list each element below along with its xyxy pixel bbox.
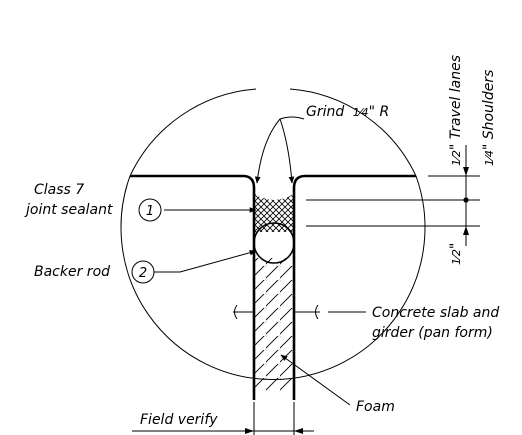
vertical-dimension — [306, 145, 480, 246]
backer-rod-label: Backer rod — [34, 264, 110, 280]
foam-fill — [254, 258, 294, 392]
half-inch-label: 1⁄2" — [448, 243, 464, 265]
foam-label: Foam — [356, 399, 395, 415]
sealant-label-line2: joint sealant — [24, 202, 113, 218]
foam-leader — [280, 354, 351, 406]
sealant-callout-circle — [138, 198, 162, 222]
grind-label: Grind 1⁄4" R — [306, 104, 389, 120]
detail-circle-top-left-arc — [129, 88, 257, 177]
concrete-label-line1: Concrete slab and — [372, 305, 499, 321]
sealant-callout-number: 1 — [146, 204, 154, 219]
field-verify-label: Field verify — [140, 412, 218, 428]
field-verify-dimension — [132, 402, 314, 435]
detail-circle-top-right-arc — [289, 88, 417, 177]
sealant-label-line1: Class 7 — [34, 182, 84, 198]
shoulders-label: 1⁄4" Shoulders — [481, 70, 497, 166]
backer-callout-circle — [131, 260, 155, 284]
slab-right-surface — [292, 174, 416, 400]
concrete-label-line2: girder (pan form) — [372, 325, 493, 341]
grind-leader-left — [254, 116, 305, 184]
break-line-right — [294, 304, 320, 320]
slab-left-surface — [130, 174, 256, 400]
backer-callout-number: 2 — [139, 266, 147, 281]
joint-sealant-fill — [254, 193, 294, 232]
backer-leader — [154, 249, 257, 273]
grind-leader-right — [279, 118, 295, 184]
travel-lanes-label: 1⁄2" Travel lanes — [448, 55, 464, 166]
break-line-left — [233, 304, 254, 320]
